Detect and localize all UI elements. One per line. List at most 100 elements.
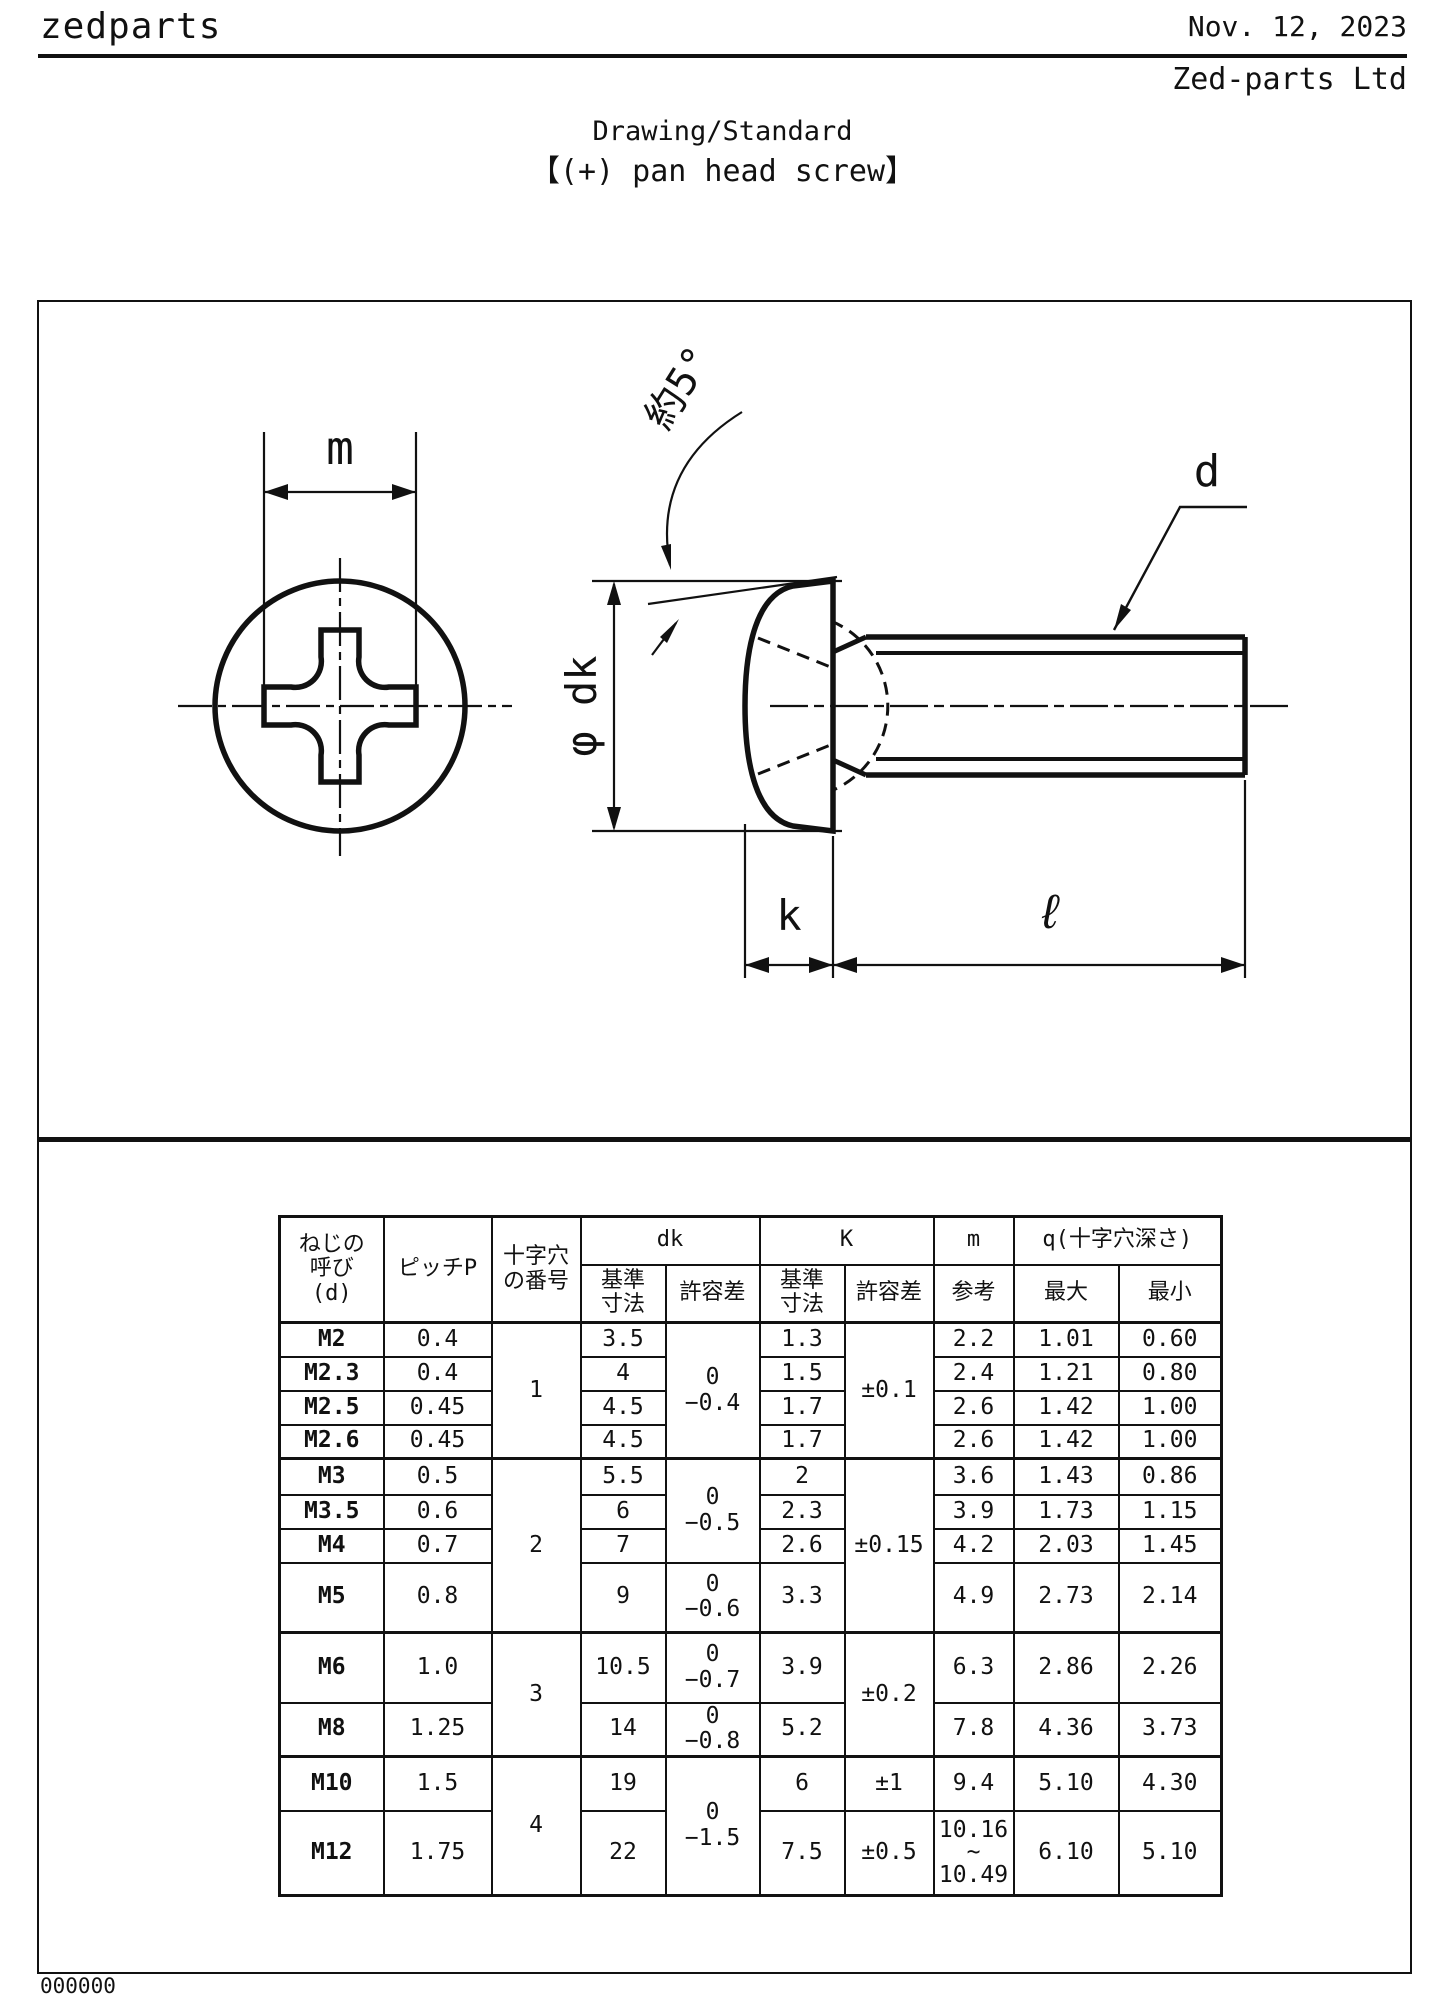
- document-number: 000000: [40, 1974, 116, 1998]
- row-label: M2.5: [278, 1389, 385, 1426]
- table-row-m2-5: M2.5 0.45 4.5 1.7 2.6 1.42 1.00: [278, 1389, 1223, 1426]
- row-label: M2.6: [278, 1423, 385, 1460]
- col-header-dk-basic: 基準 寸法: [579, 1263, 667, 1324]
- header-rule: [38, 54, 1407, 58]
- row-label: M6: [278, 1631, 385, 1704]
- col-header-K: K: [758, 1215, 935, 1266]
- table-cell: 4.5: [579, 1389, 667, 1426]
- neck-chamfer-top: [831, 634, 868, 655]
- col-header-recess-number: 十字穴 の番号: [490, 1215, 582, 1324]
- table-cell-dk-tolerance: 0 −0.7: [664, 1631, 761, 1704]
- row-label: M12: [278, 1809, 385, 1897]
- col-header-q-max: 最大: [1012, 1263, 1120, 1324]
- table-cell: 0.8: [382, 1561, 493, 1634]
- row-label: M2.3: [278, 1355, 385, 1392]
- table-cell: 14: [579, 1701, 667, 1758]
- hidden-recess-line-top: [757, 636, 834, 670]
- col-header-m-reference: 参考: [932, 1263, 1015, 1324]
- table-cell-dk-tolerance: 0 −0.8: [664, 1701, 761, 1758]
- table-cell: 1.25: [382, 1701, 493, 1758]
- table-cell: 4.5: [579, 1423, 667, 1460]
- col-header-m: m: [932, 1215, 1015, 1266]
- table-cell: 2.6: [758, 1527, 846, 1564]
- table-cell-recess-no-group2: 2: [490, 1457, 582, 1634]
- k-label: k: [776, 891, 801, 940]
- table-cell: 2.86: [1012, 1631, 1120, 1704]
- table-cell: 6.10: [1012, 1809, 1120, 1897]
- k-arrowhead-left: [745, 957, 769, 973]
- table-cell: 0.80: [1117, 1355, 1223, 1392]
- frame-separator-line: [38, 1137, 1411, 1142]
- table-cell: 1.5: [758, 1355, 846, 1392]
- neck-chamfer-bottom: [831, 757, 868, 778]
- document-date: Nov. 12, 2023: [1187, 10, 1407, 43]
- col-header-q-min: 最小: [1117, 1263, 1223, 1324]
- d-label: d: [1194, 446, 1221, 497]
- table-cell: 5.10: [1012, 1755, 1120, 1812]
- table-row-m2-3: M2.3 0.4 4 1.5 2.4 1.21 0.80: [278, 1355, 1223, 1392]
- table-cell: 7: [579, 1527, 667, 1564]
- table-cell: 6.3: [932, 1631, 1015, 1704]
- table-cell: 5.2: [758, 1701, 846, 1758]
- table-cell: 2: [758, 1457, 846, 1496]
- table-cell: 9.4: [932, 1755, 1015, 1812]
- dk-label: φ dk: [557, 655, 606, 756]
- table-cell: 0.60: [1117, 1321, 1223, 1358]
- table-cell: 1.42: [1012, 1389, 1120, 1426]
- technical-drawing: m φ dk 約5°: [178, 339, 1292, 978]
- table-cell: 19: [579, 1755, 667, 1812]
- table-cell: 2.4: [932, 1355, 1015, 1392]
- table-cell: 7.5: [758, 1809, 846, 1897]
- dk-arrowhead-top: [607, 581, 621, 605]
- m-arrowhead-left: [264, 484, 288, 500]
- table-cell: 3.73: [1117, 1701, 1223, 1758]
- d-leader-line: [1112, 505, 1247, 631]
- table-cell: 1.73: [1012, 1493, 1120, 1530]
- table-cell: 2.14: [1117, 1561, 1223, 1634]
- table-cell: 1.00: [1117, 1423, 1223, 1460]
- table-row-m3: M3 0.5 2 5.5 0 −0.5 2 ±0.15 3.6 1.43 0.8…: [278, 1457, 1223, 1634]
- table-cell-K-tolerance: ±0.5: [843, 1809, 935, 1897]
- table-cell-recess-no-group3: 3: [490, 1631, 582, 1758]
- col-header-K-basic: 基準 寸法: [758, 1263, 846, 1324]
- side-view: φ dk 約5°: [557, 339, 1292, 978]
- table-row-m2: M2 0.4 1 3.5 0 −0.4 1.3 ±0.1 2.2 1.01 0.…: [278, 1321, 1223, 1460]
- table-cell: 7.8: [932, 1701, 1015, 1758]
- table-cell: 2.3: [758, 1493, 846, 1530]
- table-cell: 4.9: [932, 1561, 1015, 1634]
- table-cell: 1.42: [1012, 1423, 1120, 1460]
- table-row-m5: M5 0.8 9 0 −0.6 3.3 4.9 2.73 2.14: [278, 1561, 1223, 1634]
- col-header-dk-tolerance: 許容差: [664, 1263, 761, 1324]
- table-cell: 5.5: [579, 1457, 667, 1496]
- m-arrowhead-right: [392, 484, 416, 500]
- table-cell: 0.4: [382, 1355, 493, 1392]
- table-cell-m-range: 10.16 ~ 10.49: [932, 1809, 1015, 1897]
- table-cell: 3.6: [932, 1457, 1015, 1496]
- head-profile: [742, 577, 836, 835]
- table-cell: 2.73: [1012, 1561, 1120, 1634]
- table-cell: 1.21: [1012, 1355, 1120, 1392]
- angle-leader-arc: [665, 411, 743, 566]
- l-arrowhead-left: [833, 957, 857, 973]
- table-cell: 1.0: [382, 1631, 493, 1704]
- table-cell: 2.03: [1012, 1527, 1120, 1564]
- row-label: M10: [278, 1755, 385, 1812]
- brand-logo-text: zedparts: [40, 6, 222, 47]
- table-cell: 0.5: [382, 1457, 493, 1496]
- table-row-m8: M8 1.25 14 0 −0.8 5.2 7.8 4.36 3.73: [278, 1701, 1223, 1758]
- dk-arrowhead-bottom: [607, 807, 621, 831]
- phillips-cross-recess: [261, 627, 419, 785]
- table-cell: 4: [579, 1355, 667, 1392]
- row-label: M8: [278, 1701, 385, 1758]
- table-cell: 3.5: [579, 1321, 667, 1358]
- col-header-K-tolerance: 許容差: [843, 1263, 935, 1324]
- table-cell: 10.5: [579, 1631, 667, 1704]
- table-cell: 1.00: [1117, 1389, 1223, 1426]
- table-header-row-1: ねじの 呼び (d) ピッチP 十字穴 の番号 dk K m q(十字穴深さ): [278, 1215, 1223, 1324]
- table-cell: 2.2: [932, 1321, 1015, 1358]
- table-cell: 1.7: [758, 1389, 846, 1426]
- front-view: m: [178, 421, 512, 856]
- table-cell: 2.26: [1117, 1631, 1223, 1704]
- table-cell: 1.01: [1012, 1321, 1120, 1358]
- table-cell: 1.5: [382, 1755, 493, 1812]
